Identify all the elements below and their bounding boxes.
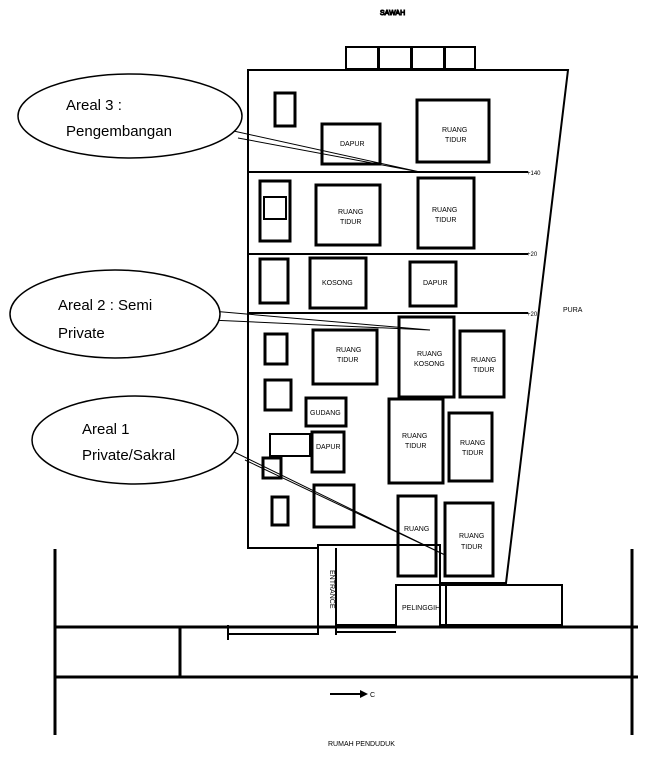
room-dapur-top: [320, 122, 382, 166]
callout-areal-1-line2: Private/Sakral: [82, 447, 175, 464]
room-ruang-tidur-3: [416, 176, 476, 250]
small-room-2b: [263, 196, 287, 220]
room-label-rt-7a: RUANG: [460, 440, 485, 447]
room-gudang: [304, 396, 348, 428]
north-arrow-label: C: [370, 692, 375, 699]
compound-outline: [247, 69, 570, 584]
room-ruang-tidur-6: [387, 397, 445, 485]
callout-areal-1-line1: Areal 1: [82, 421, 130, 438]
room-label-rt-top-2: TIDUR: [445, 137, 466, 144]
room-label-rt-7b: TIDUR: [462, 450, 483, 457]
pelinggih-yard: [439, 584, 563, 626]
room-ruang-kosong: [397, 315, 456, 399]
small-room-8: [270, 495, 290, 527]
room-label-rt-4b: TIDUR: [337, 357, 358, 364]
small-room-4: [263, 332, 289, 366]
small-room-2: [258, 179, 292, 243]
room-kosong-1: [308, 256, 368, 310]
room-label-dapur-3: DAPUR: [316, 444, 341, 451]
room-label-ruang-8a: RUANG: [404, 526, 429, 533]
entrance-path: [227, 548, 396, 640]
rumah-penduduk-label: RUMAH PENDUDUK: [328, 741, 395, 748]
room-ruang-tidur-top: [415, 98, 491, 164]
entrance-label: ENTRANCE: [328, 570, 335, 609]
callout-areal-1: [31, 395, 239, 485]
room-label-rk-a: RUANG: [417, 351, 442, 358]
room-label-rt-3a: RUANG: [432, 207, 457, 214]
callout-areal-2: [9, 269, 221, 359]
room-label-rt-6a: RUANG: [402, 433, 427, 440]
pura-label: PURA: [563, 307, 583, 314]
callout-areal-3: [17, 73, 243, 159]
small-room-7: [261, 456, 283, 480]
room-label-rt-9b: TIDUR: [461, 544, 482, 551]
room-label-gudang: GUDANG: [310, 410, 341, 417]
small-room-3: [258, 257, 290, 305]
room-ruang-8: [396, 494, 438, 578]
callout-labels: Areal 3 : Pengembangan Areal 2 : Semi Pr…: [58, 97, 175, 464]
small-room-6: [269, 433, 311, 457]
room-ruang-tidur-2: [314, 183, 382, 247]
room-ruang-tidur-5: [458, 329, 506, 399]
north-arrow-icon: C: [330, 690, 375, 699]
small-room-5: [263, 378, 293, 412]
room-label-rt-6b: TIDUR: [405, 443, 426, 450]
room-label-pelinggih: PELINGGIH: [402, 605, 440, 612]
room-dapur-2: [408, 260, 458, 308]
level-marker-2: +20: [527, 252, 538, 258]
level-marker-1: +140: [527, 171, 541, 177]
room-labels: DAPUR RUANG TIDUR RUANG TIDUR RUANG TIDU…: [310, 127, 496, 612]
room-ruang-tidur-7: [447, 411, 494, 483]
room-label-rt-5b: TIDUR: [473, 367, 494, 374]
room-label-rt-3b: TIDUR: [435, 217, 456, 224]
room-label-rt-4a: RUANG: [336, 347, 361, 354]
sawah-label: SAWAH: [380, 10, 405, 17]
room-label-rt-5a: RUANG: [471, 357, 496, 364]
room-empty-1: [312, 483, 356, 529]
room-label-dapur-top: DAPUR: [340, 141, 365, 148]
callout-areal-3-line1: Areal 3 :: [66, 97, 122, 114]
room-label-rk-b: KOSONG: [414, 361, 445, 368]
room-label-rt-9a: RUANG: [459, 533, 484, 540]
room-label-kosong-1: KOSONG: [322, 280, 353, 287]
room-label-rt-top-1: RUANG: [442, 127, 467, 134]
room-label-dapur-2: DAPUR: [423, 280, 448, 287]
top-shrine-row: [345, 46, 476, 70]
room-ruang-tidur-4: [311, 328, 379, 386]
room-ruang-tidur-9: [443, 501, 495, 578]
callout-areal-2-line2: Private: [58, 325, 105, 342]
small-room-1: [273, 91, 297, 128]
level-marker-3: +20: [527, 312, 538, 318]
callout-areal-2-line1: Areal 2 : Semi: [58, 297, 152, 314]
callout-areal-3-line2: Pengembangan: [66, 123, 172, 140]
room-dapur-3: [310, 430, 346, 474]
room-label-rt-2a: RUANG: [338, 209, 363, 216]
street: [53, 549, 638, 735]
callout-leaders: [199, 127, 446, 556]
row-dividers: [248, 171, 528, 314]
room-label-rt-2b: TIDUR: [340, 219, 361, 226]
